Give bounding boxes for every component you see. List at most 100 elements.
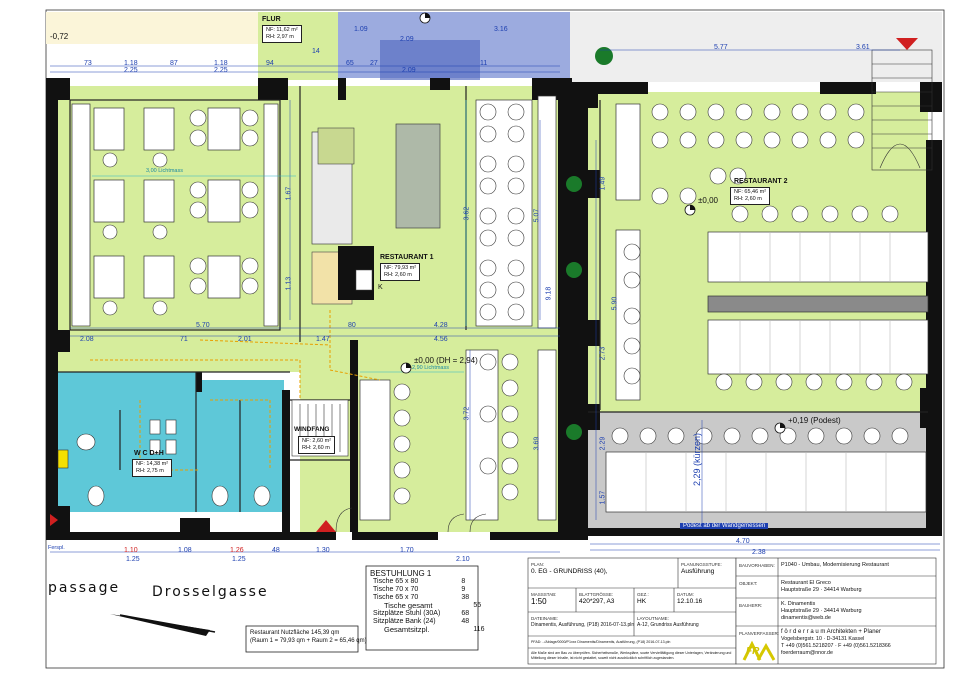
bestuhlung-row: Tische 65 x 70 38	[370, 594, 487, 602]
dim-bottom: 4.70	[736, 538, 750, 545]
tb-bv-label-text: BAUVORHABEN:	[739, 563, 775, 568]
dim-vertical: 5.07	[533, 208, 541, 223]
center-furniture	[359, 349, 557, 521]
nutzflaeche-line1: Restaurant Nutzfläche 145,39 qm	[250, 630, 340, 636]
dim-vertical: 1.57	[599, 490, 607, 505]
tb-gez: GEZ.: HK	[637, 591, 649, 605]
dim-vertical: 5.90	[611, 296, 619, 311]
restaurant2-chairs	[611, 103, 913, 445]
titleblock-frame	[527, 557, 937, 665]
dim-top: 2.25	[124, 67, 138, 74]
level-restaurant1: ±0,00 (DH = 2,94)	[414, 356, 478, 365]
plants	[566, 47, 613, 440]
dim-top: 1.09	[354, 26, 368, 33]
dim-top: 65	[346, 60, 354, 67]
dim-mid: 2.08	[80, 336, 94, 343]
flur-nf: NF: 11,62 m²	[266, 27, 298, 33]
dim-vertical: 2.29	[599, 436, 607, 451]
dim-top: 94	[266, 60, 274, 67]
top-right-zone	[570, 12, 942, 82]
dim-bottom: 1.10	[124, 547, 138, 554]
ferspl-note: Ferspl.	[48, 545, 65, 551]
dim-mid: 80	[348, 322, 356, 329]
nutzflaeche-box	[245, 625, 359, 653]
dim-mid: 4.28	[434, 322, 448, 329]
tb-hinweis-line2: Mitteilung dieser Inhalte, ist nicht ges…	[531, 656, 675, 660]
dim-bottom: 1.70	[400, 547, 414, 554]
lichtmass-center-label: 2,90 Lichtmass	[412, 365, 449, 371]
tb-stufe-value: Ausführung	[681, 568, 715, 575]
tb-verfasser-value: f ö r d e r r a u m Architekten + Planer…	[781, 629, 891, 657]
flur-rh: RH: 2,97 m	[266, 34, 294, 40]
foerderraum-logo	[742, 640, 776, 662]
dim-vertical: 1.67	[285, 186, 293, 201]
dim-top: 2.25	[214, 67, 228, 74]
level-podest: +0,19 (Podest)	[788, 416, 841, 425]
wc-fixtures	[57, 419, 271, 507]
dim-top: 5.77	[714, 44, 728, 51]
dimension-lines	[50, 49, 940, 553]
nutzflaeche-line2: (Raum 1 = 79,93 qm + Raum 2 = 65,46 qm)	[250, 638, 367, 644]
tb-format-value: 420*297, A3	[579, 598, 615, 605]
dim-top: 14	[312, 48, 320, 55]
level-restaurant2: ±0,00	[698, 196, 718, 205]
north-arrow-icon	[110, 614, 216, 636]
tb-verfasser-line1: f ö r d e r r a u m Architekten + Planer	[781, 629, 881, 635]
k-mark: K	[378, 284, 383, 291]
bestuhlung-value: 55	[473, 602, 482, 609]
flur-title: FLUR	[262, 16, 281, 23]
lichtmass-left-label: 3,00 Lichtmass	[146, 168, 183, 174]
dim-vertical: 2.73	[599, 346, 607, 361]
tb-format-label: BLATTGRÖSSE:	[579, 592, 614, 597]
bar-counter	[311, 123, 441, 305]
restaurant2-nf: NF: 65,46 m²	[734, 189, 767, 195]
bestuhlung-label: Gesamtsitzpl.	[384, 625, 430, 634]
bestuhlung-value: 38	[461, 594, 470, 601]
tb-plan: PLAN: 0. EG - GRUNDRISS (40),	[531, 561, 608, 575]
wc-rh: RH: 2,75 m	[136, 468, 164, 474]
dim-mid: 2.01	[238, 336, 252, 343]
lichtmass-lines	[92, 100, 467, 373]
tb-bauherr-label-text: BAUHERR:	[739, 603, 763, 608]
tb-bauherr-value: K. Dinamentis Hauptstraße 29 · 34414 War…	[781, 601, 862, 622]
level-top-left: -0,72	[50, 32, 69, 41]
tb-bauherr-line2: Hauptstraße 29 · 34414 Warburg	[781, 608, 862, 614]
tb-datei-value: Dinamentis, Ausführung, (P18) 2016-07-13…	[531, 622, 635, 628]
stairs	[871, 49, 933, 171]
wc-info: NF: 14,38 m² RH: 2,75 m	[132, 459, 173, 477]
dim-mid: 4.56	[434, 336, 448, 343]
windfang-nf: NF: 2,60 m²	[302, 438, 332, 444]
tb-stufe-label: PLANUNGSSTUFE:	[681, 562, 722, 567]
tb-objekt-line1: Restaurant El Greco	[781, 580, 831, 586]
bestuhlung-label: Sitzplätze Stuhl (30A)	[373, 610, 441, 617]
dim-vertical: 3.72	[463, 406, 471, 421]
bestuhlung-value: 8	[461, 578, 466, 585]
podest-note: Podest ab der Wandgemessen	[680, 523, 769, 529]
dim-bottom: 1.08	[178, 547, 192, 554]
restaurant2-title: RESTAURANT 2	[734, 178, 788, 185]
bestuhlung-row: Tische 65 x 80 8	[370, 578, 487, 586]
dim-top: 11	[480, 60, 488, 67]
dim-mid: 71	[180, 336, 188, 343]
restaurant1-nf: NF: 79,93 m²	[384, 265, 417, 271]
tb-hinweis: Alle Maße sind am Bau zu überprüfen. Sic…	[531, 651, 731, 661]
restaurant1-chairs	[102, 103, 525, 321]
tb-gez-value: HK	[637, 598, 647, 605]
dim-vertical: 3.69	[533, 436, 541, 451]
tb-bv-label: BAUVORHABEN:	[739, 562, 775, 570]
bestuhlung-label: Sitzplätze Bank (24)	[373, 618, 436, 625]
bestuhlung-label: Tische 65 x 80	[373, 578, 419, 585]
windfang-title: WINDFANG	[294, 426, 330, 433]
bestuhlung-label: Tische 65 x 70	[373, 594, 419, 601]
bestuhlung-row: Sitzplätze Bank (24)48	[370, 618, 487, 626]
dim-top: 3.61	[856, 44, 870, 51]
tb-objekt-label-text: OBJEKT:	[739, 581, 758, 586]
tb-layout-value: A-12, Grundriss Ausführung	[637, 622, 699, 628]
bestuhlung-value: 9	[461, 586, 466, 593]
tb-plan-value: 0. EG - GRUNDRISS (40),	[531, 568, 608, 575]
flur-info: NF: 11,62 m² RH: 2,97 m	[262, 25, 302, 43]
level-markers	[400, 12, 786, 434]
tb-layout-label: LAYOUTNAME:	[637, 616, 669, 621]
